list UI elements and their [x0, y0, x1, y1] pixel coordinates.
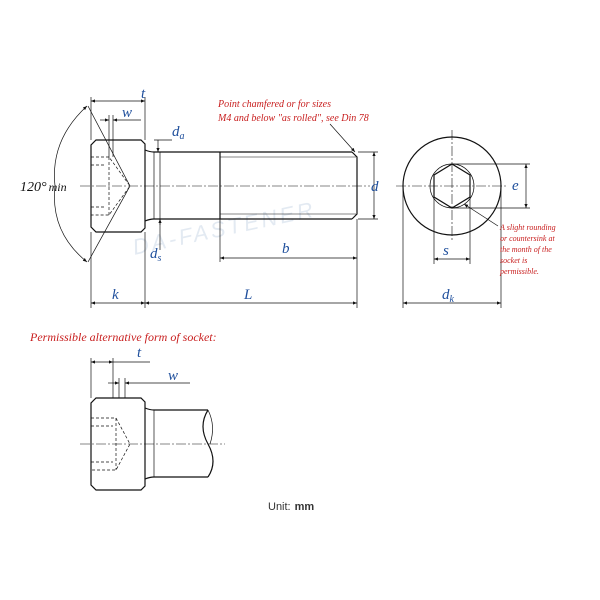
dim-d: d	[358, 151, 379, 220]
dim-b: b	[219, 219, 358, 262]
label-t: t	[141, 86, 146, 102]
rounding-note-line5: permissible.	[499, 267, 539, 276]
rounding-note-line3: the month of the	[500, 245, 552, 254]
rounding-note-line1: A slight rounding	[499, 223, 556, 232]
point-note-line2: M4 and below "as rolled", see Din 78	[217, 113, 369, 124]
label-s: s	[443, 243, 449, 259]
alt-form-title: Permissible alternative form of socket:	[29, 330, 217, 344]
alt-dim-t: t	[90, 345, 150, 398]
dim-dk: dk	[402, 186, 502, 308]
bolt-alt-view	[80, 397, 225, 491]
watermark: DA-FASTENER	[130, 196, 318, 259]
alt-dim-w: w	[108, 368, 190, 398]
dim-ds: ds	[150, 219, 162, 264]
label-da: da	[172, 124, 185, 142]
dim-w: w	[100, 105, 141, 157]
rounding-note-line4: socket is	[500, 256, 527, 265]
label-w: w	[122, 105, 132, 121]
dim-k-L: k L	[90, 232, 358, 308]
angle-dimension: 120°min	[20, 105, 131, 263]
dim-da: da	[154, 124, 185, 152]
angle-label: 120°min	[20, 180, 67, 195]
rounding-note-line2: or countersink at	[500, 234, 555, 243]
point-note: Point chamfered or for sizes M4 and belo…	[217, 99, 369, 153]
unit-label: Unit:mm	[268, 501, 314, 513]
alt-label-t: t	[137, 345, 142, 361]
label-d: d	[371, 179, 379, 195]
point-note-line1: Point chamfered or for sizes	[217, 99, 331, 110]
label-L: L	[243, 287, 252, 303]
dim-e: e	[452, 163, 530, 209]
label-dk: dk	[442, 287, 455, 305]
label-k: k	[112, 287, 119, 303]
rounding-note: A slight rounding or countersink at the …	[463, 203, 556, 276]
label-e: e	[512, 178, 519, 194]
bolt-side-view	[80, 139, 370, 233]
bolt-end-view	[396, 130, 508, 242]
label-b: b	[282, 241, 290, 257]
label-ds: ds	[150, 246, 162, 264]
dim-t: t	[90, 86, 146, 140]
alt-label-w: w	[168, 368, 178, 384]
